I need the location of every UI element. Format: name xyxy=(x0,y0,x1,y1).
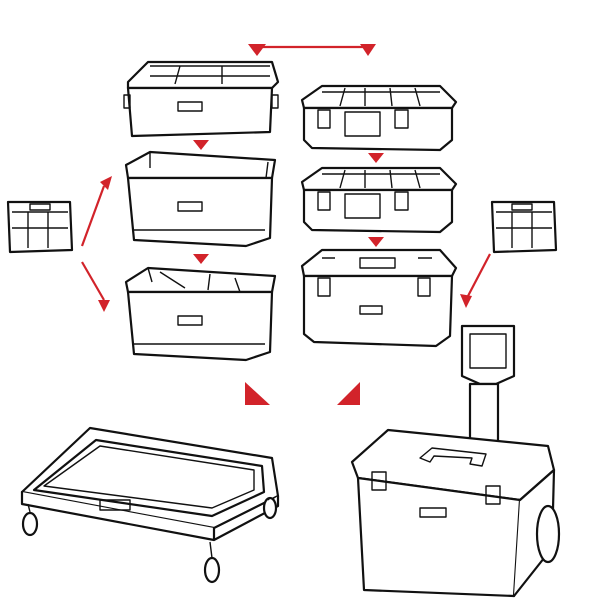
organizer-small-right-icon xyxy=(490,200,558,254)
right-big-arrow-icon xyxy=(337,382,360,405)
rolling-cart-icon xyxy=(350,324,561,598)
organizer-icon xyxy=(300,84,458,152)
left-arrows xyxy=(80,176,112,312)
open-storage-box-icon xyxy=(124,150,277,248)
organizer-icon xyxy=(300,166,458,234)
down-arrow-icon xyxy=(368,237,384,247)
dolly-icon xyxy=(20,426,280,584)
top-bracket-arrow xyxy=(248,44,376,56)
right-arrow xyxy=(460,253,491,308)
down-arrow-icon xyxy=(193,254,209,264)
divided-storage-box-icon xyxy=(124,266,277,362)
organizer-small-left-icon xyxy=(6,200,74,254)
down-arrow-icon xyxy=(368,153,384,163)
down-arrow-icon xyxy=(193,140,209,150)
storage-box-with-lid-icon xyxy=(123,60,280,138)
left-big-arrow-icon xyxy=(245,382,270,405)
toolbox-icon xyxy=(300,248,458,348)
